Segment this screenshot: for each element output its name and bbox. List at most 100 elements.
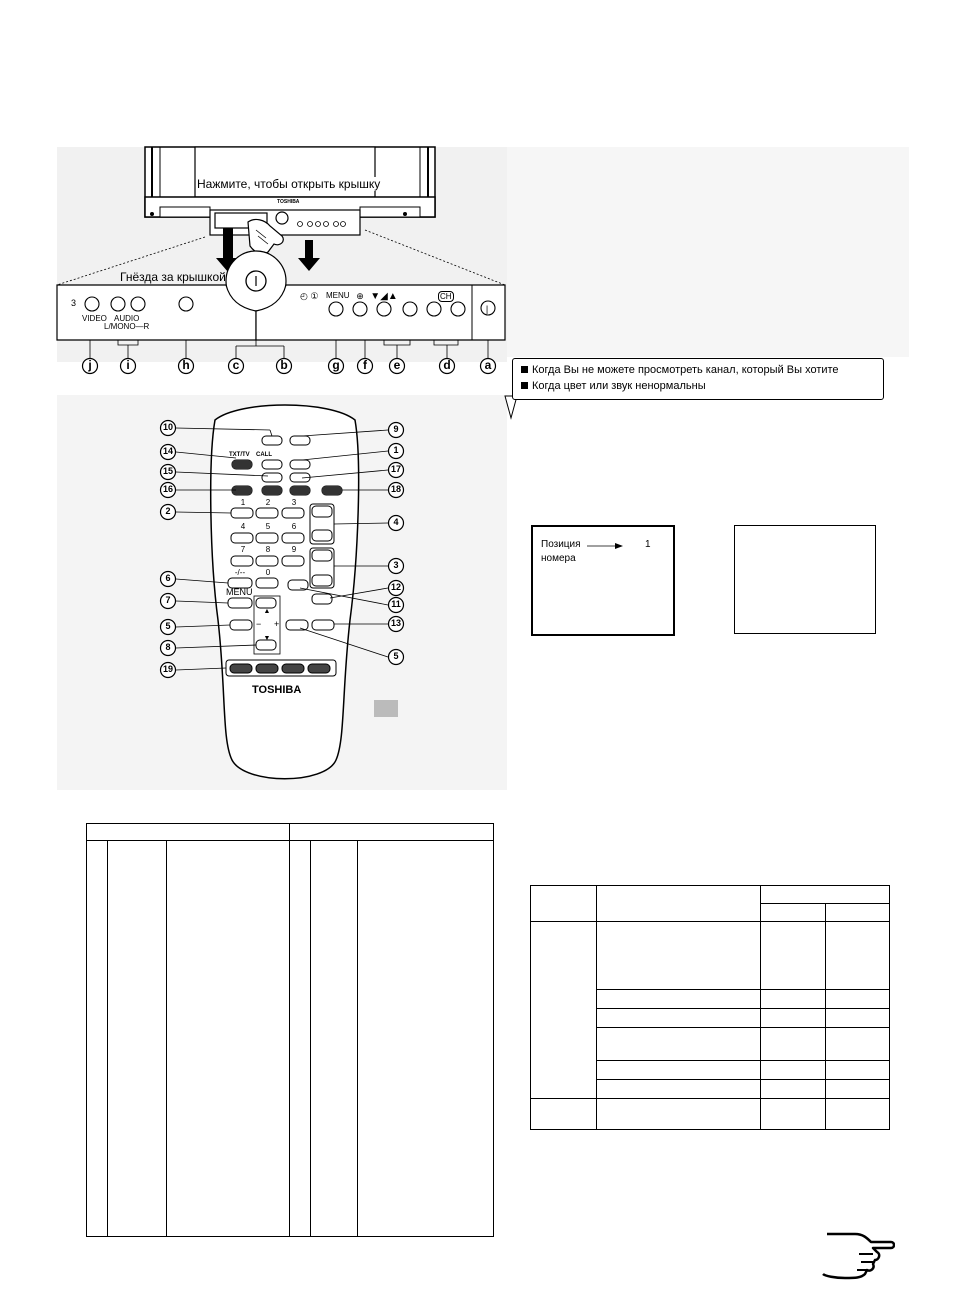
settings-table-cell (825, 921, 890, 990)
callout-15: 15 (162, 466, 173, 476)
settings-table-cell (596, 1027, 761, 1061)
remote-brand: TOSHIBA (252, 684, 302, 696)
callout-5-right: 5 (393, 651, 399, 661)
remote-key-1[interactable]: 1 (240, 498, 246, 507)
settings-table-cell (596, 1008, 761, 1028)
settings-table-cell (596, 1060, 761, 1080)
remote-key-3[interactable]: 3 (291, 498, 297, 507)
jacks-caption: Гнёзда за крышкой (120, 270, 226, 284)
remote-key-2[interactable]: 2 (265, 498, 271, 507)
pointing-hand-icon (822, 1232, 895, 1280)
osd-position-value: 1 (645, 539, 651, 550)
callout-j: j (88, 358, 92, 372)
open-cover-caption: Нажмите, чтобы открыть крышку (197, 177, 381, 191)
callout-5-left: 5 (165, 621, 171, 631)
remote-key-5[interactable]: 5 (265, 522, 271, 531)
callout-19: 19 (162, 664, 173, 674)
remote-key-8[interactable]: 8 (265, 545, 271, 554)
callout-13: 13 (390, 618, 401, 628)
callout-b: b (280, 358, 288, 372)
settings-table-cell (825, 1027, 890, 1061)
callout-c: c (232, 358, 240, 372)
osd-position-label-line1: Позиция (541, 539, 581, 550)
settings-table-cell (596, 989, 761, 1009)
panel-ch-label: CH (438, 291, 454, 302)
callout-14: 14 (162, 446, 173, 456)
note-line-2: Когда цвет или звук ненормальны (521, 380, 706, 392)
settings-table-cell (825, 1008, 890, 1028)
svg-text:+: + (274, 619, 279, 629)
callout-h: h (182, 358, 190, 372)
controls-table-cell (166, 840, 290, 1237)
remote-menu-label[interactable]: MENU (226, 587, 253, 597)
callout-18: 18 (390, 484, 401, 494)
settings-table-cell (825, 1060, 890, 1080)
svg-text:◴ ①: ◴ ① (300, 291, 318, 301)
osd-screen-blank (734, 525, 876, 634)
panel-menu-label: MENU (326, 291, 350, 300)
settings-table-cell (760, 1098, 826, 1130)
callout-2: 2 (165, 506, 171, 516)
note-pointer-icon (504, 395, 518, 420)
settings-table-cell (760, 903, 826, 922)
remote-key-digit-toggle[interactable]: -/-- (234, 568, 246, 577)
svg-text:|: | (486, 304, 488, 314)
callout-9: 9 (393, 424, 399, 434)
settings-table-cell (596, 921, 761, 990)
remote-control-illustration: ▲ ▼ − + (159, 404, 405, 780)
remote-call-label: CALL (256, 452, 272, 458)
settings-table-cell (825, 903, 890, 922)
settings-table-cell (760, 1027, 826, 1061)
settings-table-cell (596, 1098, 761, 1130)
callout-11: 11 (391, 599, 401, 609)
callout-1: 1 (393, 445, 399, 455)
remote-key-6[interactable]: 6 (291, 522, 297, 531)
callout-10: 10 (162, 422, 173, 432)
settings-table-cell (760, 921, 826, 990)
note-line-1: Когда Вы не можете просмотреть канал, ко… (521, 364, 839, 376)
controls-table-cell (357, 840, 494, 1237)
settings-table-cell (530, 885, 597, 922)
callout-8: 8 (165, 642, 171, 652)
remote-key-4[interactable]: 4 (240, 522, 246, 531)
remote-key-0[interactable]: 0 (265, 568, 271, 577)
callout-4: 4 (393, 517, 399, 527)
settings-table-cell (825, 1098, 890, 1130)
svg-text:▲: ▲ (264, 608, 271, 615)
controls-table-cell (289, 840, 311, 1237)
controls-table (86, 823, 494, 1237)
settings-table-cell (760, 1060, 826, 1080)
settings-table-cell (760, 885, 890, 904)
callout-g: g (332, 358, 340, 372)
osd-screen-position: Позиция номера 1 (531, 525, 675, 636)
controls-table-header-right (289, 823, 494, 841)
osd-position-label-line2: номера (541, 553, 576, 564)
settings-table-cell (760, 1008, 826, 1028)
settings-table-cell (596, 885, 761, 922)
svg-text:▼◢▲: ▼◢▲ (370, 291, 398, 302)
callout-i: i (126, 358, 130, 372)
settings-table-cell (530, 921, 597, 1099)
callout-e: e (393, 358, 401, 372)
controls-table-cell (107, 840, 167, 1237)
video-jack-label: VIDEO (82, 314, 107, 323)
settings-table-cell (760, 989, 826, 1009)
callout-12: 12 (390, 582, 401, 592)
settings-table (530, 885, 890, 1130)
callout-d: d (443, 358, 451, 372)
settings-table-cell (760, 1079, 826, 1099)
note-box: Когда Вы не можете просмотреть канал, ко… (512, 358, 884, 400)
settings-table-cell (530, 1098, 597, 1130)
callout-16: 16 (162, 484, 173, 494)
remote-key-7[interactable]: 7 (240, 545, 246, 554)
controls-table-cell (310, 840, 358, 1237)
audio-jack-label: AUDIO (114, 314, 140, 323)
settings-table-cell (596, 1079, 761, 1099)
settings-table-cell (825, 989, 890, 1009)
remote-key-9[interactable]: 9 (291, 545, 297, 554)
callout-a: a (484, 358, 492, 372)
callout-3: 3 (393, 560, 399, 570)
svg-text:⊕: ⊕ (356, 291, 364, 301)
settings-table-cell (825, 1079, 890, 1099)
jack-number-3: 3 (71, 298, 77, 308)
